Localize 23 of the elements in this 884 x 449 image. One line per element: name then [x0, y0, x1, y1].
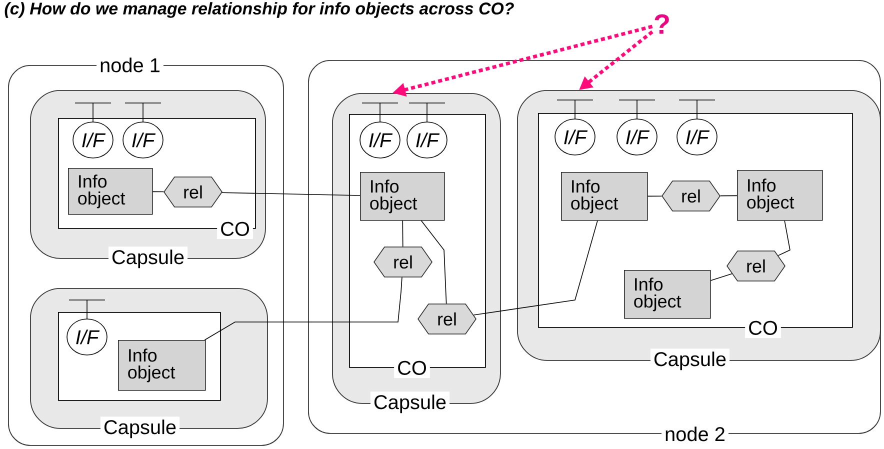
info-object-box: Info object [624, 270, 711, 319]
connector-line [204, 277, 402, 340]
connector-line [710, 273, 732, 281]
info-object-box: Info object [68, 168, 153, 215]
connector-line [222, 192, 360, 196]
connector-line [152, 191, 164, 192]
rel-hexagon: rel [418, 304, 476, 334]
info-object-box: Info object [360, 172, 445, 221]
rel-hexagon: rel [164, 176, 222, 208]
question-mark: ? [654, 14, 669, 34]
connector-line [473, 220, 598, 316]
connector-line [778, 220, 790, 256]
connector-line [402, 220, 404, 247]
info-object-box: Info object [737, 170, 823, 221]
rel-hexagon: rel [374, 246, 432, 278]
title: (c) How do we manage relationship for info objects across CO? [4, 2, 514, 18]
connector-line [420, 220, 447, 304]
rel-hexagon: rel [726, 250, 786, 282]
connector-line [647, 196, 662, 197]
rel-hexagon: rel [662, 180, 720, 212]
info-object-box: Info object [118, 340, 206, 391]
connector-line [720, 195, 738, 196]
info-object-box: Info object [561, 172, 648, 221]
